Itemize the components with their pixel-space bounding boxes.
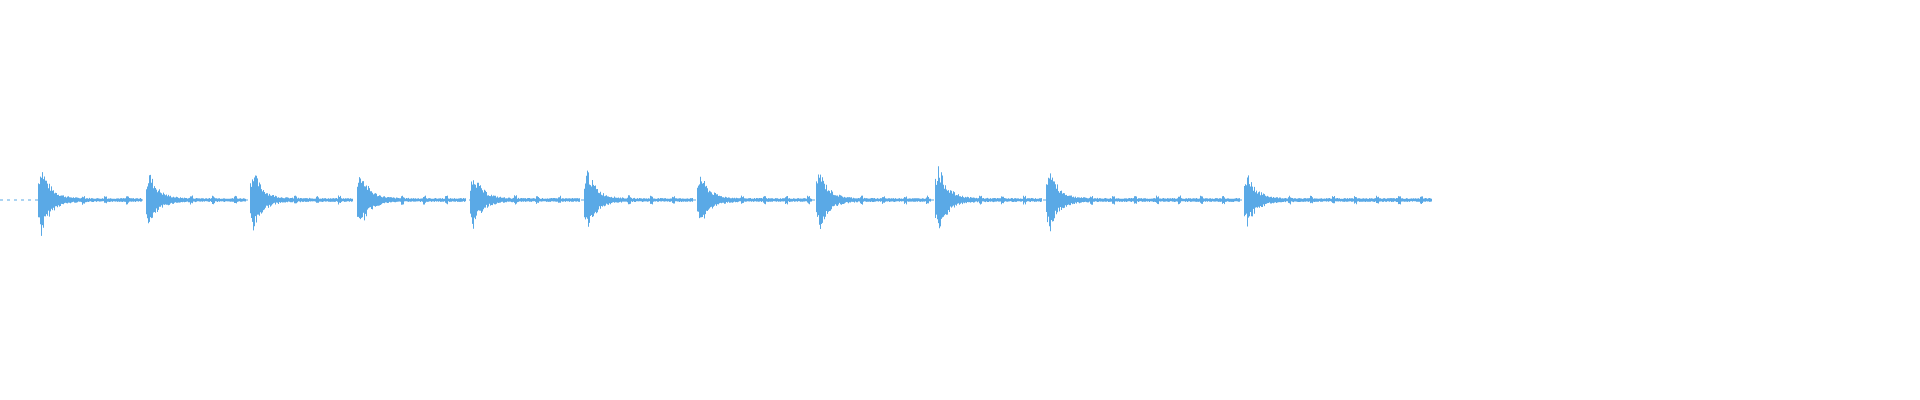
waveform-burst [816, 174, 931, 229]
waveform-bursts [38, 166, 1432, 236]
waveform-burst [146, 174, 246, 224]
waveform-burst [1244, 175, 1432, 227]
waveform-burst [935, 166, 1042, 229]
waveform-burst-shape [1244, 175, 1432, 227]
waveform-burst-shape [697, 176, 812, 219]
waveform-burst-shape [38, 172, 142, 236]
waveform-burst-shape [1046, 173, 1240, 232]
waveform-burst-shape [357, 177, 466, 221]
waveform-burst [250, 175, 353, 231]
waveform-burst [357, 177, 466, 221]
waveform-burst-shape [250, 175, 353, 231]
waveform-burst [697, 176, 812, 219]
waveform-burst [1046, 173, 1240, 232]
waveform-burst [584, 170, 693, 227]
waveform-burst [38, 172, 142, 236]
waveform-burst-shape [584, 170, 693, 227]
waveform-burst-shape [470, 180, 580, 229]
waveform-burst-shape [816, 174, 931, 229]
waveform-burst-shape [935, 166, 1042, 229]
waveform-burst [470, 180, 580, 229]
waveform-burst-shape [146, 174, 246, 224]
